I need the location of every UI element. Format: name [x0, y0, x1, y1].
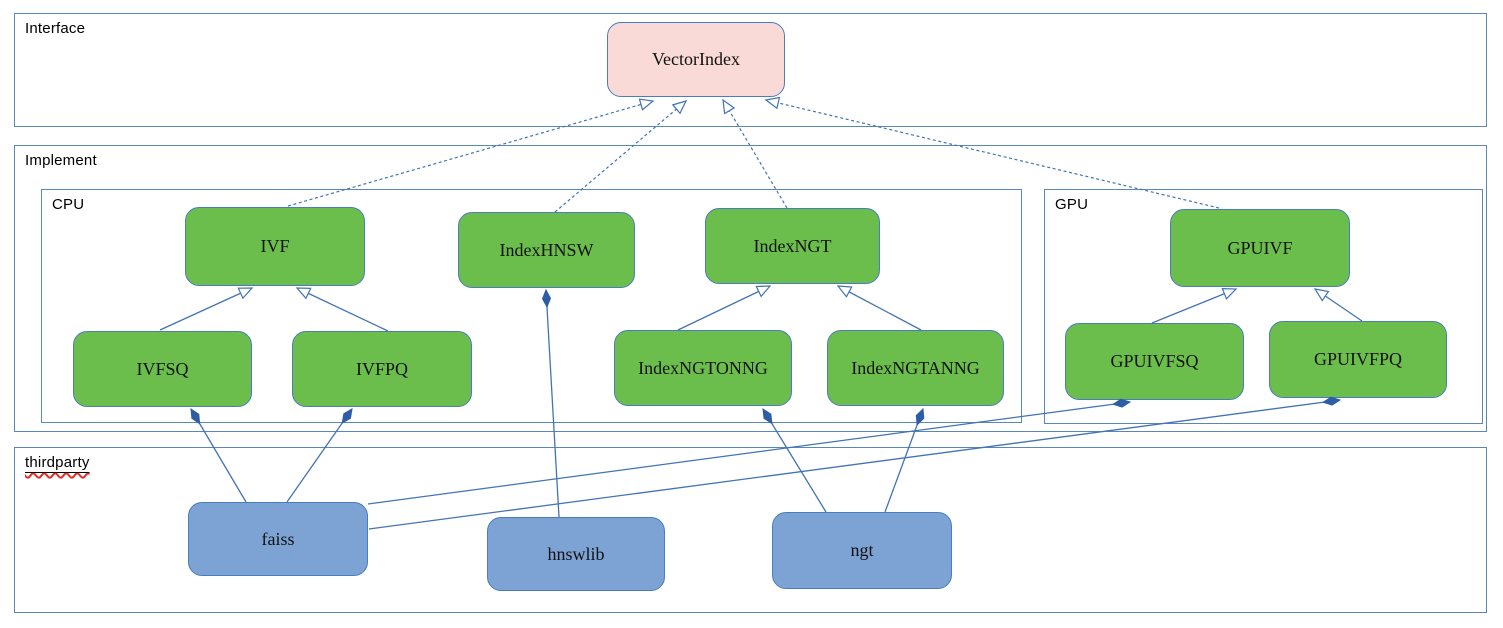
- node-hnswlib[interactable]: hnswlib: [487, 517, 665, 591]
- node-gpuivfsq-label: GPUIVFSQ: [1110, 351, 1199, 371]
- node-ivf-label: IVF: [260, 236, 290, 256]
- node-ivfsq[interactable]: IVFSQ: [73, 331, 252, 407]
- node-indexhnsw[interactable]: IndexHNSW: [458, 212, 635, 288]
- node-indexngtanng[interactable]: IndexNGTANNG: [827, 330, 1004, 406]
- node-indexngtonng[interactable]: IndexNGTONNG: [614, 330, 792, 406]
- node-gpuivf-label: GPUIVF: [1227, 237, 1293, 258]
- node-ivf[interactable]: IVF: [185, 207, 365, 286]
- node-gpuivfsq[interactable]: GPUIVFSQ: [1065, 323, 1244, 400]
- node-indexngtanng-label: IndexNGTANNG: [851, 357, 980, 378]
- thirdparty-frame-label-text: thirdparty: [25, 454, 90, 471]
- node-gpuivfpq-label: GPUIVFPQ: [1313, 349, 1403, 369]
- node-hnswlib-label: hnswlib: [547, 543, 605, 564]
- node-vectorindex[interactable]: VectorIndex: [607, 22, 785, 97]
- node-indexngt-label: IndexNGT: [753, 235, 832, 256]
- node-indexhnsw-label: IndexHNSW: [499, 239, 594, 260]
- node-faiss[interactable]: faiss: [188, 502, 368, 576]
- node-ivfpq[interactable]: IVFPQ: [292, 331, 472, 407]
- node-ngt-label: ngt: [850, 540, 874, 560]
- node-indexngtonng-label: IndexNGTONNG: [638, 357, 768, 378]
- node-gpuivfpq[interactable]: GPUIVFPQ: [1269, 321, 1447, 398]
- node-gpuivf[interactable]: GPUIVF: [1170, 209, 1350, 287]
- thirdparty-frame-label: thirdparty: [25, 454, 90, 471]
- node-faiss-label: faiss: [261, 528, 295, 549]
- gpu-frame-label: GPU: [1055, 196, 1089, 213]
- cpu-frame-label: CPU: [52, 196, 85, 213]
- node-ngt[interactable]: ngt: [772, 512, 952, 589]
- node-ivfsq-label: IVFSQ: [136, 358, 189, 379]
- node-vectorindex-label: VectorIndex: [652, 49, 740, 69]
- node-indexngt[interactable]: IndexNGT: [705, 208, 880, 284]
- implement-frame-label: Implement: [25, 152, 97, 169]
- node-ivfpq-label: IVFPQ: [355, 358, 408, 379]
- interface-frame-label: Interface: [25, 20, 86, 37]
